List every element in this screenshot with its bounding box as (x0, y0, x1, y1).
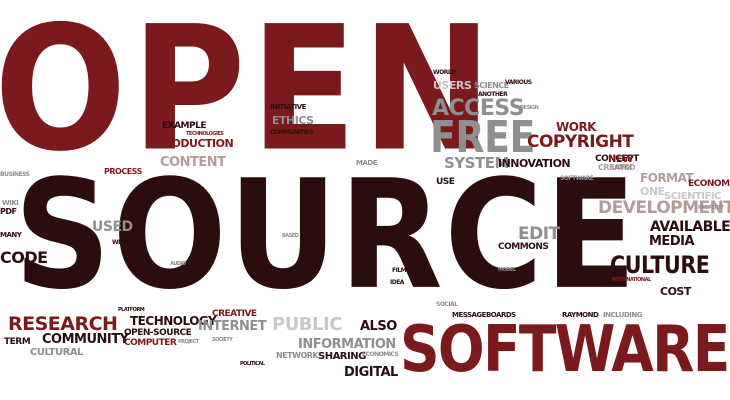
word-development: DEVELOPMENT (598, 198, 730, 218)
word-world: WORLD (433, 69, 456, 76)
word-raymond: RAYMOND (562, 311, 599, 319)
word-work: WORK (556, 120, 596, 134)
word-concept: CONCEPT (595, 154, 639, 164)
word-many: MANY (0, 231, 22, 239)
word-users: USERS (433, 79, 472, 92)
word-including: INCLUDING (603, 311, 643, 319)
word-culture: CULTURE (610, 251, 710, 279)
word-business: BUSINESS (0, 171, 30, 178)
word-software-small: SOFTWARE (560, 175, 594, 182)
word-network: NETWORK (276, 351, 319, 360)
word-pdf: PDF (0, 207, 17, 216)
word-license: LICENSE (612, 165, 632, 171)
word-science: SCIENCE (474, 81, 509, 90)
word-another: ANOTHER (478, 91, 508, 98)
word-system: SYSTEM (444, 154, 509, 172)
word-design: DESIGN (520, 105, 539, 111)
word-research: RESEARCH (8, 313, 118, 335)
word-free: FREE (430, 112, 535, 163)
word-sharing: SHARING (318, 351, 366, 362)
word-computer: COMPUTER (124, 338, 177, 348)
word-idea: IDEA (390, 279, 404, 286)
word-available: AVAILABLE (650, 219, 730, 235)
word-platform: PLATFORM (118, 307, 145, 313)
word-used: USED (92, 219, 133, 235)
word-web: WEB (112, 239, 126, 246)
word-process: PROCESS (104, 167, 142, 176)
word-one: ONE (640, 185, 665, 198)
word-open-source: OPEN-SOURCE (124, 328, 192, 338)
word-source: SOURCE (14, 146, 639, 323)
word-audio: AUDIO (170, 261, 186, 267)
word-copyright: COPYRIGHT (527, 132, 634, 152)
word-created: CREATED (598, 163, 636, 172)
word-based: BASED (282, 233, 299, 239)
word-commons: COMMONS (498, 242, 549, 252)
word-term: TERM (4, 337, 31, 347)
word-code: CODE (0, 248, 48, 267)
word-creative: CREATIVE (212, 309, 257, 319)
word-cost: COST (660, 285, 691, 298)
word-economics: ECONOMICS (362, 351, 399, 358)
word-film: FILM (392, 267, 407, 274)
word-edit: EDIT (518, 224, 560, 244)
word-communities: COMMUNITIES (270, 129, 313, 136)
word-political: POLITICAL (240, 361, 265, 367)
word-media: MEDIA (649, 234, 695, 249)
word-use: USE (436, 177, 455, 187)
word-production: PRODUCTION (156, 137, 234, 150)
word-society: SOCIETY (212, 337, 233, 343)
word-made: MADE (356, 159, 377, 167)
word-messageboards: MESSAGEBOARDS (452, 311, 516, 319)
word-technologies: TECHNOLOGIES (186, 131, 224, 137)
word-property: PROPERTY (698, 205, 724, 211)
word-access: ACCESS (432, 96, 525, 121)
word-model: MODEL (498, 267, 516, 273)
word-social: SOCIAL (436, 301, 458, 308)
word-initiative: INITIATIVE (270, 103, 306, 111)
word-internet: INTERNET (198, 319, 267, 334)
word-community: COMMUNITY (42, 332, 129, 347)
word-innovation: INNOVATION (498, 157, 571, 170)
word-digital: DIGITAL (344, 365, 398, 380)
word-content: CONTENT (160, 155, 226, 170)
word-various: VARIOUS (505, 79, 532, 86)
word-example: EXAMPLE (162, 121, 207, 131)
word-format: FORMAT (640, 171, 694, 185)
word-international: INTERNATIONAL (612, 277, 651, 283)
word-project: PROJECT (178, 339, 199, 345)
word-new: NEW (608, 154, 633, 165)
word-software: SOFTWARE (400, 313, 730, 387)
word-scientific: SCIENTIFIC (664, 191, 721, 202)
word-ethics: ETHICS (272, 114, 314, 127)
word-open: OPEN (0, 0, 497, 190)
word-information: INFORMATION (298, 337, 396, 352)
word-also: ALSO (360, 319, 397, 334)
word-public: PUBLIC (272, 314, 342, 335)
word-technology: TECHNOLOGY (130, 314, 217, 328)
word-wiki: WIKI (2, 199, 19, 207)
word-economic: ECONOMIC (688, 179, 730, 189)
word-cultural: CULTURAL (30, 347, 83, 358)
